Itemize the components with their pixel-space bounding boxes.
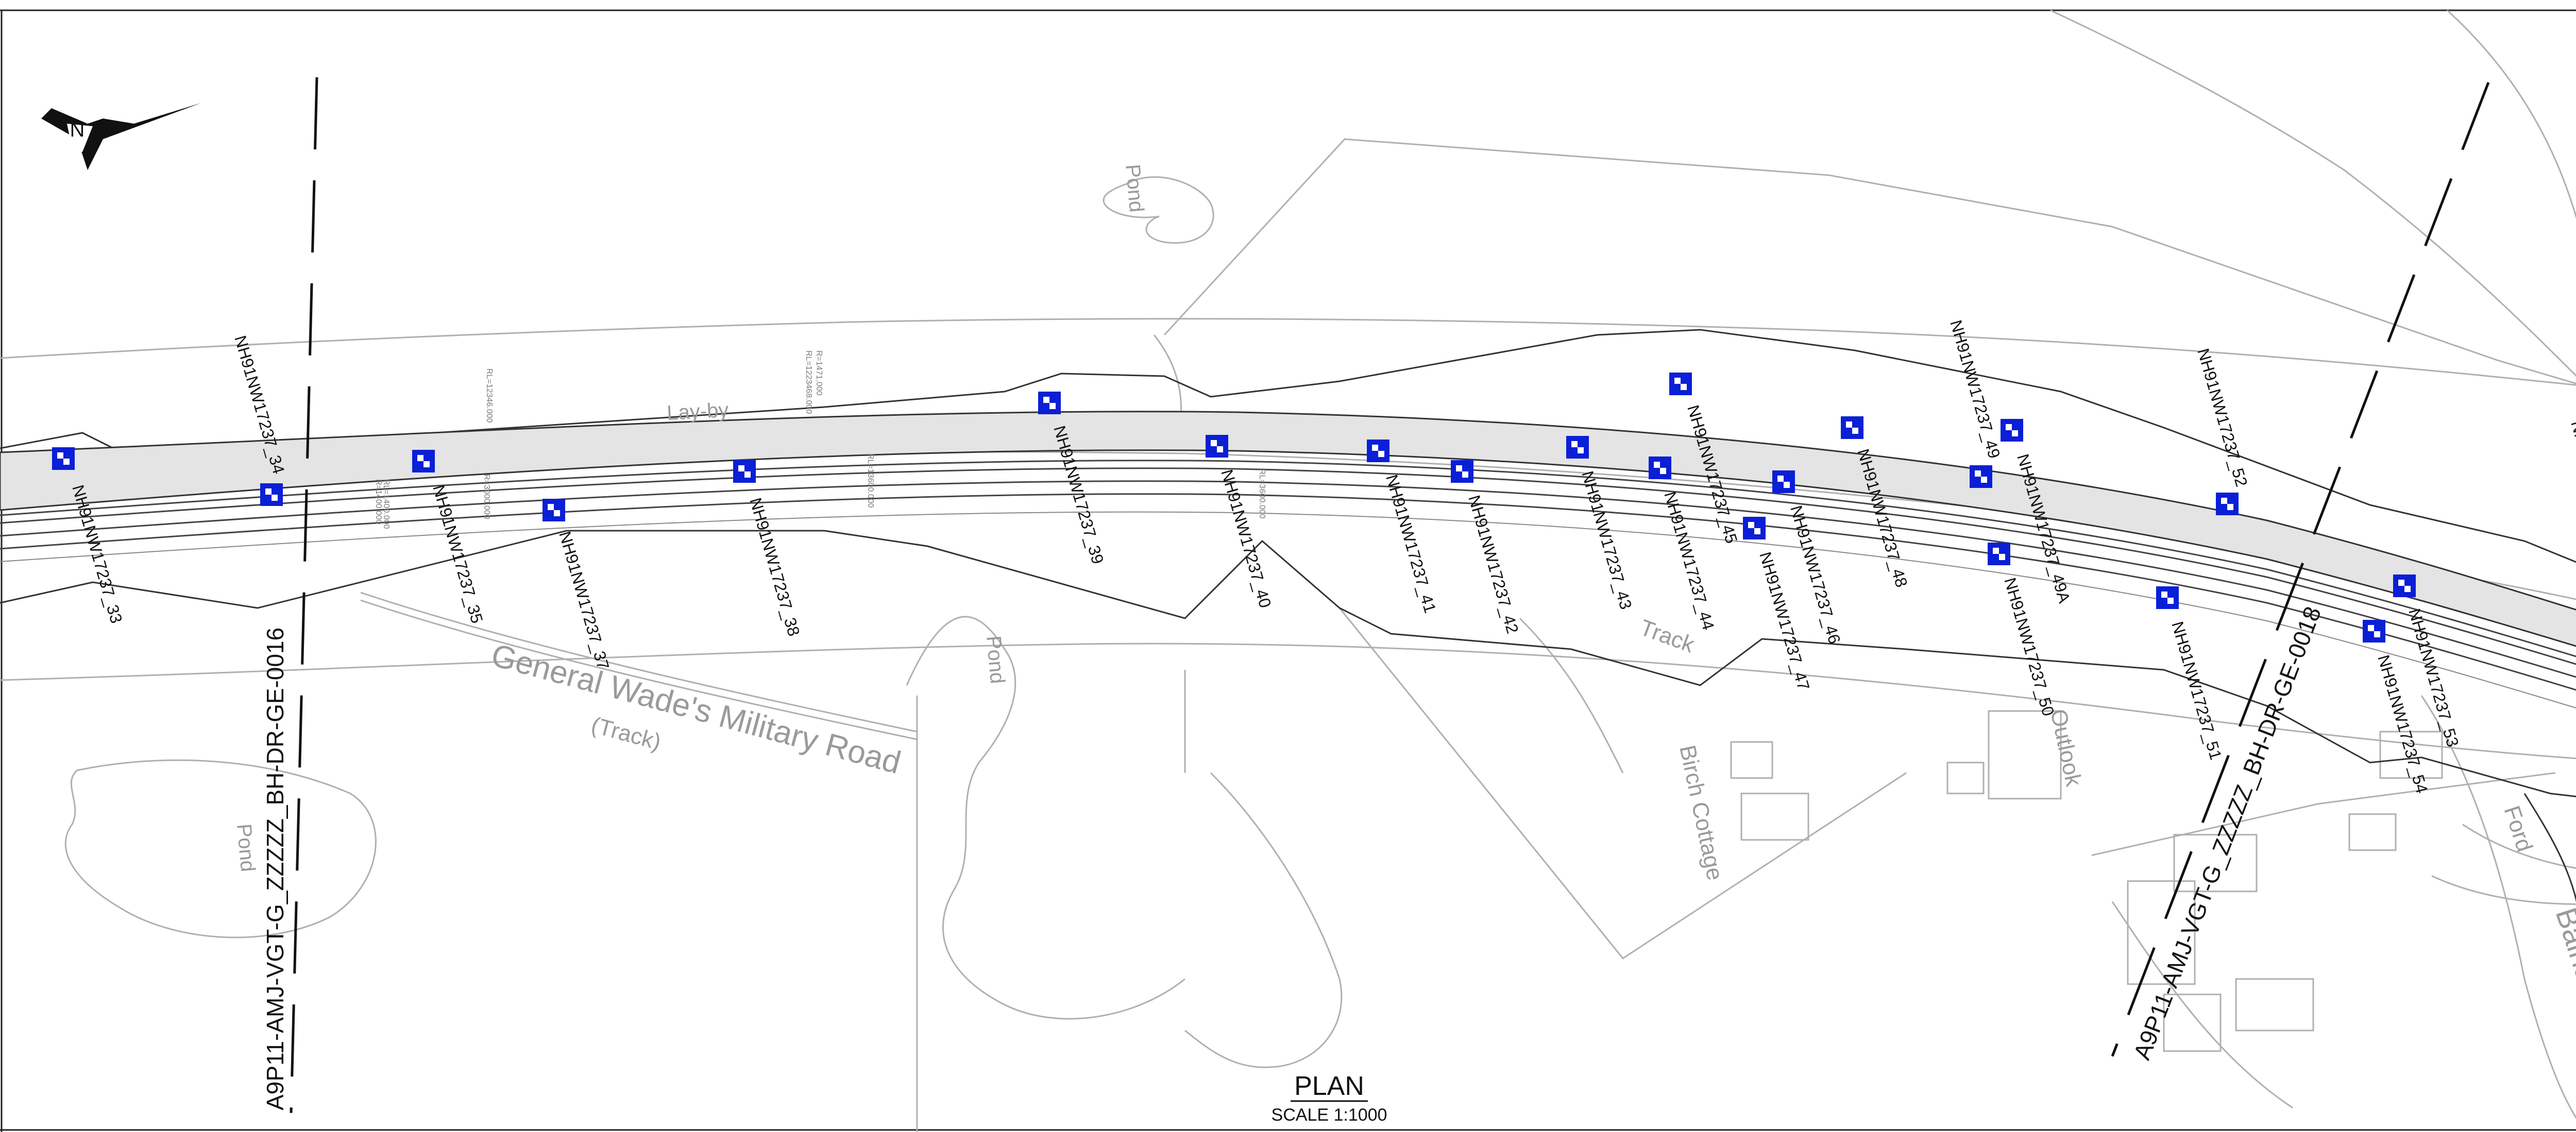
borehole-marker-icon[interactable] <box>733 460 756 483</box>
borehole-marker-icon[interactable] <box>1038 392 1061 414</box>
borehole-marker-icon[interactable] <box>412 450 435 472</box>
plan-scale: SCALE 1:1000 <box>1272 1105 1387 1125</box>
borehole-marker-icon[interactable] <box>2001 419 2023 442</box>
borehole-marker-icon[interactable] <box>543 499 565 521</box>
borehole-marker-icon[interactable] <box>2216 493 2239 515</box>
curve-label: R=3000.000 <box>482 474 491 519</box>
borehole-marker-icon[interactable] <box>1451 460 1473 483</box>
borehole-marker-icon[interactable] <box>1743 517 1766 539</box>
borehole-marker-icon[interactable] <box>2156 586 2179 609</box>
borehole-marker-icon[interactable] <box>2363 620 2385 643</box>
a9-carriageway <box>0 411 2576 708</box>
borehole-marker-icon[interactable] <box>1669 373 1692 395</box>
section-line-label-0016: A9P11-AMJ-VGT-G_ZZZZZ_BH-DR-GE-0016 <box>262 628 289 1110</box>
curve-label: RL=12346.000 <box>485 368 494 423</box>
lay-by-label: Lay-by <box>666 399 729 425</box>
pond-label: Pond <box>232 823 259 873</box>
north-arrow-icon <box>41 103 201 170</box>
borehole-marker-icon[interactable] <box>1367 440 1389 462</box>
drawing-frame <box>0 9 2576 1132</box>
curve-label: RL=13600.000 <box>866 453 875 508</box>
borehole-markers <box>52 373 2416 643</box>
north-label: N <box>70 119 85 141</box>
curve-label: R=1471.000 <box>815 350 823 396</box>
section-lines <box>290 77 2490 1113</box>
borehole-marker-icon[interactable] <box>1772 470 1795 493</box>
borehole-marker-icon[interactable] <box>1841 416 1863 439</box>
plan-title: PLAN <box>1294 1071 1364 1101</box>
borehole-marker-icon[interactable] <box>1988 543 2010 565</box>
pond-label: Pond <box>1121 163 1148 213</box>
curve-label: RL=1400.000 <box>382 479 391 529</box>
curve-label: R=1400.000 <box>374 479 383 525</box>
borehole-marker-icon[interactable] <box>52 447 75 470</box>
borehole-marker-icon[interactable] <box>1970 465 1992 488</box>
pond-label: Pond <box>982 635 1009 685</box>
borehole-marker-icon[interactable] <box>1206 435 1228 458</box>
borehole-marker-icon[interactable] <box>2393 575 2416 597</box>
borehole-marker-icon[interactable] <box>1649 457 1671 479</box>
curve-label: RL=3600.000 <box>1258 469 1266 519</box>
borehole-marker-icon[interactable] <box>1566 436 1589 459</box>
earthworks <box>0 329 2576 902</box>
borehole-marker-icon[interactable] <box>260 483 283 506</box>
curve-labels: RL=12346.000 R=1471.000 RL=1223468.000 R… <box>374 350 1266 529</box>
curve-label: RL=1223468.000 <box>804 350 813 414</box>
